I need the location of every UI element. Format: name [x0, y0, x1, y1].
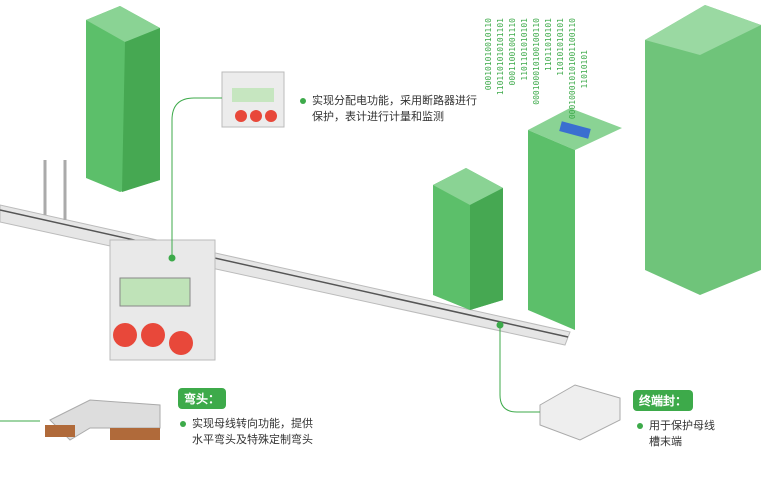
plug-unit-small [221, 71, 285, 128]
binary-text: 000100010100100110 [532, 18, 541, 105]
elbow-description: 实现母线转向功能，提供 水平弯头及特殊定制弯头 [180, 416, 313, 448]
binary-text: 1101101010101101 [496, 18, 505, 96]
desc-line: 实现母线转向功能，提供 [192, 417, 313, 430]
cabinet-middle [433, 168, 503, 310]
elbow-title: 弯头： [178, 388, 227, 409]
end-cap-title: 终端封： [633, 390, 694, 411]
binary-text: 000100010101001100110 [568, 18, 577, 120]
desc-line: 用于保护母线 [649, 419, 715, 432]
desc-line: 槽末端 [649, 435, 682, 448]
binary-text: 1101101010101 [520, 18, 529, 81]
cabinet-tall-middle [528, 108, 622, 330]
distribution-description: 实现分配电功能，采用断路器进行 保护，表计进行计量和监测 [300, 93, 477, 125]
binary-text: 00011001001110 [508, 18, 517, 86]
end-cap-description: 用于保护母线 槽末端 [637, 418, 715, 450]
binary-text: 110101010101 [556, 18, 565, 76]
binary-text: 11010101 [580, 50, 589, 89]
elbow-unit [45, 399, 161, 441]
binary-text: 000101010010110 [484, 18, 493, 91]
cabinet-right [645, 5, 761, 295]
cabinet-left [86, 6, 160, 192]
plug-in-unit [109, 239, 216, 361]
end-cap-unit [539, 384, 621, 441]
desc-line: 水平弯头及特殊定制弯头 [192, 433, 313, 446]
leader-lines [0, 97, 540, 422]
binary-text: 11011010101 [544, 18, 553, 71]
desc-line: 保护，表计进行计量和监测 [312, 110, 444, 123]
desc-line: 实现分配电功能，采用断路器进行 [312, 94, 477, 107]
